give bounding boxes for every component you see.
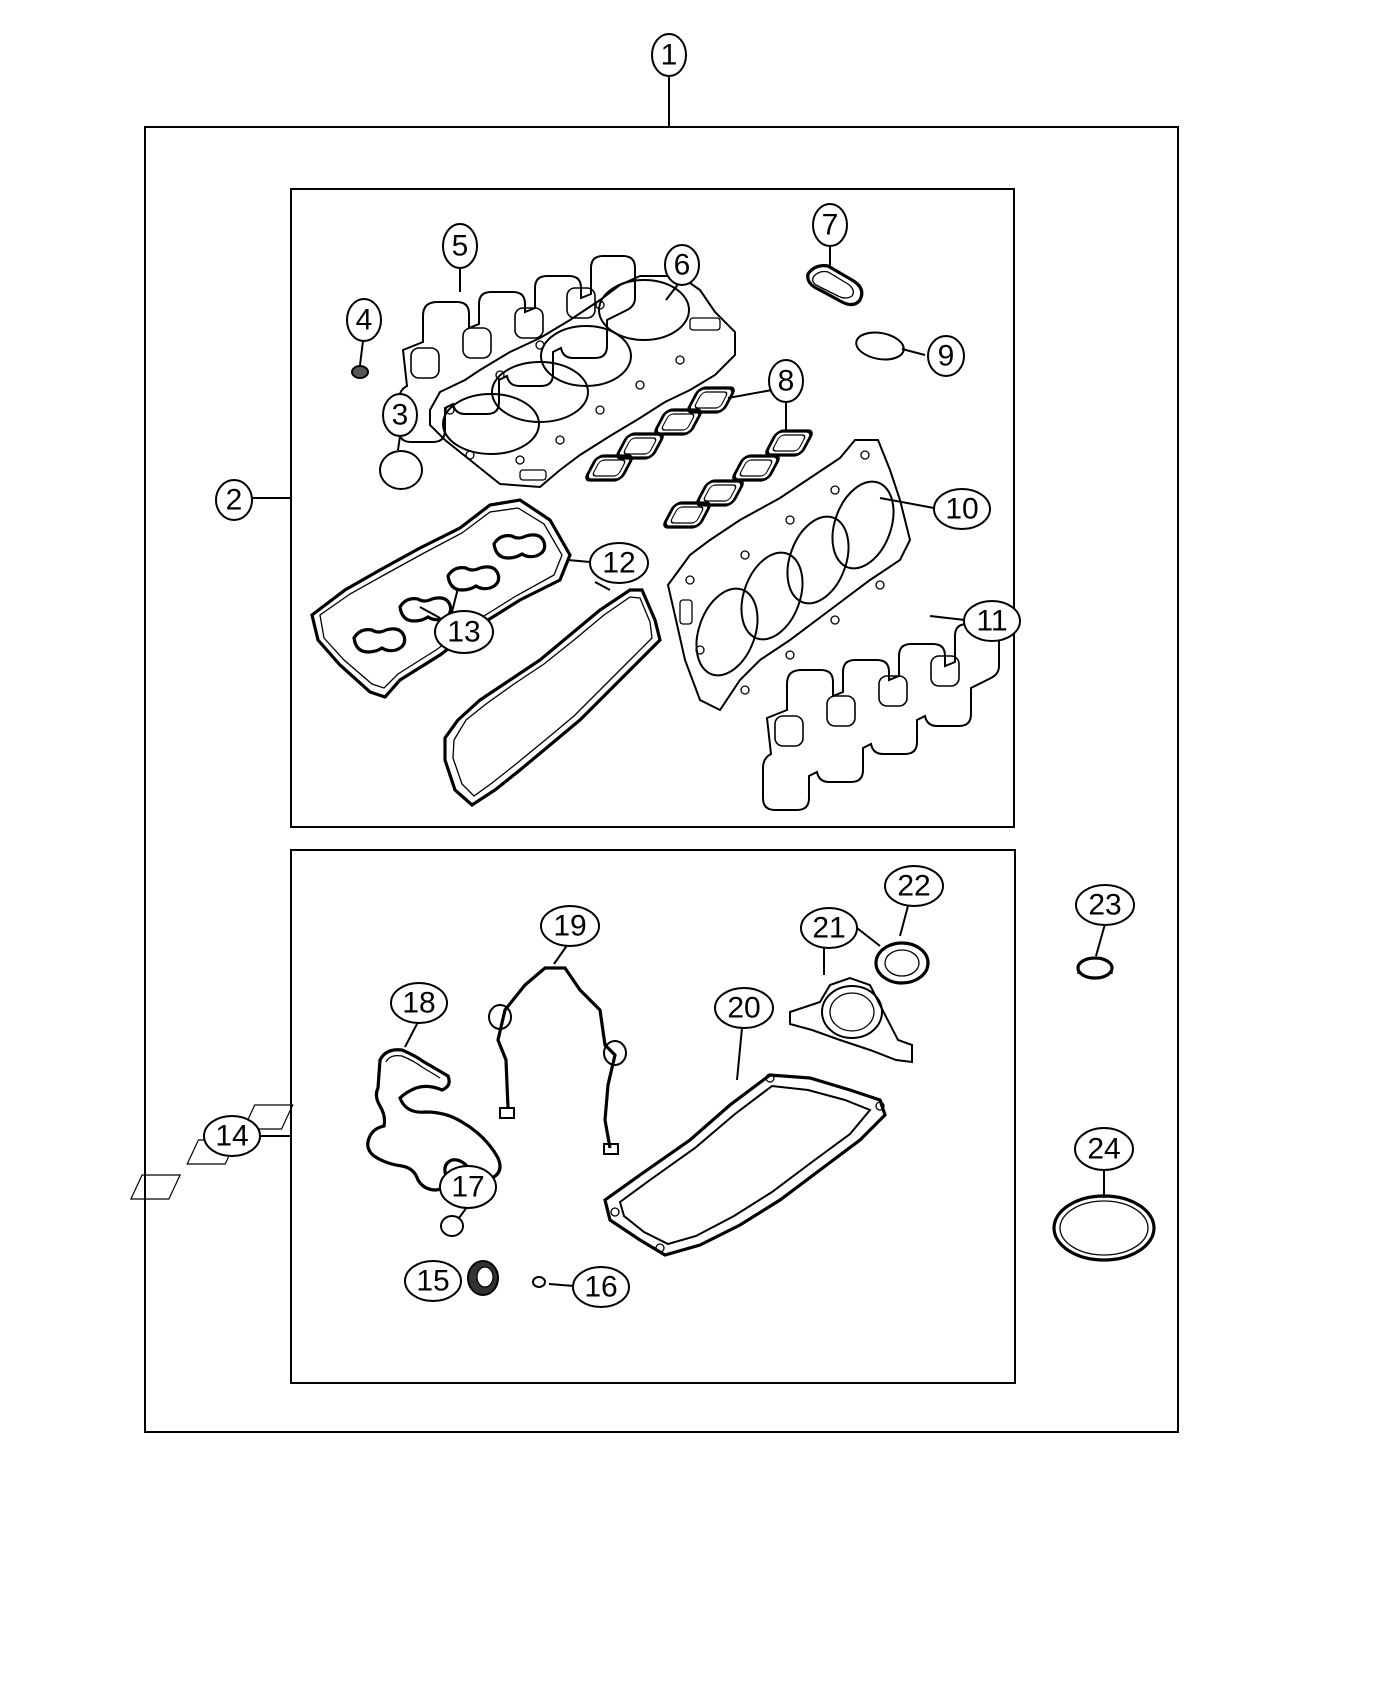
- callout-label: 15: [416, 1265, 449, 1298]
- callout-label: 24: [1087, 1133, 1120, 1166]
- callout-12: 12: [589, 542, 649, 584]
- leader-lines: [252, 74, 1106, 1287]
- callout-10: 10: [933, 488, 991, 530]
- callout-label: 8: [778, 365, 795, 398]
- part-10-head-gasket: [666, 439, 912, 712]
- part-7-gasket: [806, 264, 864, 307]
- callout-17: 17: [439, 1165, 497, 1209]
- callout-label: 21: [812, 912, 845, 945]
- callout-label: 12: [602, 547, 635, 580]
- callout-2: 2: [215, 479, 253, 521]
- callout-label: 23: [1088, 889, 1121, 922]
- part-3-o-ring: [379, 450, 423, 490]
- callout-3: 3: [382, 393, 418, 437]
- callout-21: 21: [800, 907, 858, 949]
- callout-label: 5: [452, 230, 469, 263]
- callout-15: 15: [404, 1260, 462, 1302]
- part-19-timing-cover-gasket: [488, 966, 627, 1155]
- callout-22: 22: [884, 865, 944, 907]
- callout-9: 9: [927, 335, 965, 377]
- callout-19: 19: [540, 905, 600, 947]
- callout-label: 20: [727, 992, 760, 1025]
- part-24-large-seal-ring: [1052, 1194, 1156, 1262]
- part-6-head-gasket: [429, 275, 736, 489]
- callout-4: 4: [346, 298, 382, 342]
- part-8-intake-gaskets: [583, 386, 815, 529]
- callout-label: 1: [661, 39, 678, 72]
- callout-label: 11: [976, 605, 1007, 638]
- callout-label: 19: [553, 910, 586, 943]
- part-9-seal-ring: [855, 331, 905, 361]
- callout-11: 11: [963, 600, 1021, 642]
- callout-label: 7: [822, 209, 839, 242]
- callout-label: 16: [584, 1271, 617, 1304]
- callout-label: 17: [451, 1171, 484, 1204]
- part-15-front-crank-seal: [467, 1260, 499, 1296]
- part-4-plug: [351, 365, 369, 379]
- callout-label: 10: [945, 493, 978, 526]
- callout-18: 18: [390, 982, 448, 1024]
- part-11-exhaust-gasket: [762, 623, 1000, 811]
- callout-7: 7: [812, 203, 848, 247]
- part-20-oil-pan-gasket: [129, 1073, 887, 1257]
- callout-8: 8: [768, 359, 804, 403]
- part-12-valve-cover-gaskets: [310, 498, 662, 808]
- callout-20: 20: [714, 987, 774, 1029]
- callout-label: 13: [447, 616, 480, 649]
- callout-label: 2: [226, 484, 243, 517]
- callout-label: 6: [674, 249, 691, 282]
- lower-gasket-set-frame: [290, 849, 1016, 1384]
- callout-label: 4: [356, 304, 373, 337]
- callout-label: 18: [402, 987, 435, 1020]
- part-22-rear-main-seal: [874, 941, 930, 985]
- callout-label: 9: [938, 340, 955, 373]
- callout-label: 22: [897, 870, 930, 903]
- callout-24: 24: [1074, 1127, 1134, 1171]
- callout-1: 1: [651, 33, 687, 77]
- part-16-small-o-ring: [532, 1276, 546, 1288]
- callout-14: 14: [203, 1115, 261, 1157]
- callout-13: 13: [434, 610, 494, 654]
- upper-gasket-set-frame: [290, 188, 1015, 828]
- callout-16: 16: [572, 1266, 630, 1308]
- callout-label: 14: [215, 1120, 248, 1153]
- callout-label: 3: [392, 399, 409, 432]
- part-17-o-ring: [440, 1215, 464, 1237]
- callout-23: 23: [1075, 884, 1135, 926]
- kit-frame: [144, 126, 1179, 1433]
- part-21-rear-seal-retainer: [789, 976, 913, 1064]
- part-23-seal: [1076, 956, 1114, 980]
- callout-5: 5: [442, 223, 478, 269]
- callout-6: 6: [664, 244, 700, 286]
